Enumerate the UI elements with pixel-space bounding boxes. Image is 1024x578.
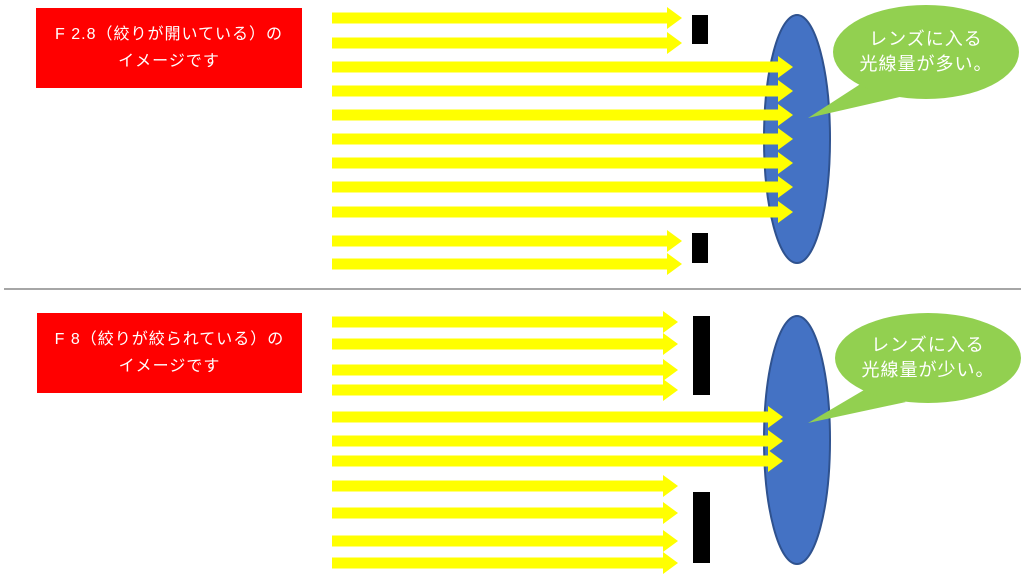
section-f2.8: F 2.8（絞りが開いている）の イメージです レンズに入る 光線量が多い。: [36, 5, 1019, 275]
light-ray-arrow: [332, 430, 783, 452]
arrowhead-icon: [768, 406, 783, 428]
arrowhead-icon: [663, 552, 678, 574]
speech-bubble-tail: [808, 390, 906, 423]
f2.8-label-line2: イメージです: [118, 53, 220, 70]
aperture-blade: [693, 316, 710, 395]
f8-bubble-line1: レンズに入る: [871, 335, 985, 355]
light-ray-arrow: [332, 56, 793, 78]
f2.8-label-line1: F 2.8（絞りが開いている）の: [55, 26, 283, 43]
arrowhead-icon: [667, 253, 682, 275]
light-ray-arrow: [332, 450, 783, 472]
light-ray-arrow: [332, 406, 783, 428]
light-ray-arrow: [332, 311, 678, 333]
arrowhead-icon: [778, 104, 793, 126]
light-ray-arrow: [332, 128, 793, 150]
f8-label-line2: イメージです: [118, 358, 221, 375]
light-ray-arrow: [332, 176, 793, 198]
speech-bubble-shape: [808, 313, 1021, 423]
arrowhead-icon: [663, 379, 678, 401]
light-ray-arrow: [332, 7, 682, 29]
arrowhead-icon: [778, 128, 793, 150]
light-ray-arrow: [332, 104, 793, 126]
arrowhead-icon: [667, 7, 682, 29]
arrowhead-icon: [663, 530, 678, 552]
light-ray-arrow: [332, 152, 793, 174]
aperture-blade: [693, 492, 710, 563]
f8-bubble-text: レンズに入る 光線量が少い。: [835, 333, 1021, 383]
light-ray-arrow: [332, 359, 678, 381]
f2.8-bubble-line2: 光線量が多い。: [859, 54, 993, 74]
light-ray-arrow: [332, 333, 678, 355]
aperture-blade: [692, 233, 708, 263]
f2.8-bubble-text: レンズに入る 光線量が多い。: [833, 27, 1019, 77]
f2.8-label-box: F 2.8（絞りが開いている）の イメージです: [36, 8, 302, 88]
arrowhead-icon: [667, 32, 682, 54]
arrowhead-icon: [663, 311, 678, 333]
f2.8-ray-diagram: [332, 5, 1019, 275]
light-ray-arrow: [332, 230, 682, 252]
arrowhead-icon: [768, 430, 783, 452]
light-ray-arrow: [332, 32, 682, 54]
arrowhead-icon: [768, 450, 783, 472]
light-ray-arrow: [332, 552, 678, 574]
f8-bubble-line2: 光線量が少い。: [861, 360, 995, 380]
f8-ray-diagram: [332, 311, 1021, 574]
arrowhead-icon: [663, 502, 678, 524]
light-ray-arrow: [332, 475, 678, 497]
light-ray-arrow: [332, 530, 678, 552]
section-divider-line: [4, 288, 1021, 290]
arrowhead-icon: [663, 475, 678, 497]
arrowhead-icon: [778, 80, 793, 102]
section-f8: F 8（絞りが絞られている）の イメージです レンズに入る 光線量が少い。: [0, 295, 1024, 578]
arrowhead-icon: [667, 230, 682, 252]
arrowhead-icon: [778, 201, 793, 223]
f8-label-line1: F 8（絞りが絞られている）の: [54, 331, 285, 348]
light-ray-arrow: [332, 201, 793, 223]
aperture-blade: [692, 15, 708, 44]
light-ray-arrow: [332, 502, 678, 524]
f8-label-box: F 8（絞りが絞られている）の イメージです: [37, 313, 302, 393]
arrowhead-icon: [778, 176, 793, 198]
light-ray-arrow: [332, 80, 793, 102]
speech-bubble-shape: [808, 5, 1019, 118]
arrowhead-icon: [663, 333, 678, 355]
arrowhead-icon: [663, 359, 678, 381]
light-ray-arrow: [332, 253, 682, 275]
arrowhead-icon: [778, 56, 793, 78]
light-ray-arrow: [332, 379, 678, 401]
f2.8-bubble-line1: レンズに入る: [869, 29, 983, 49]
arrowhead-icon: [778, 152, 793, 174]
